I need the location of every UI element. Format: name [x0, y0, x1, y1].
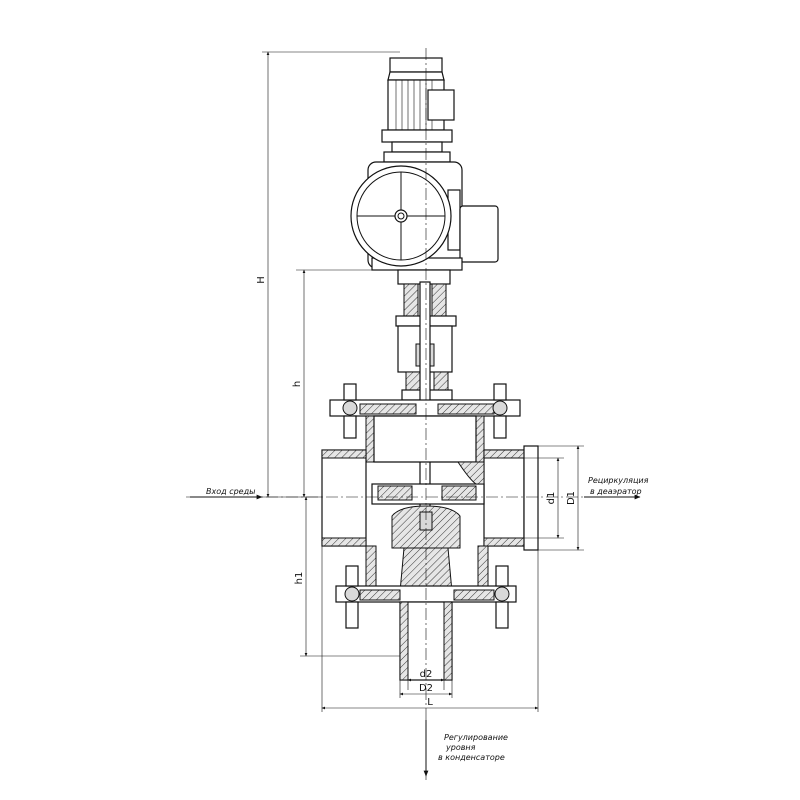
level-label-line3: в конденсаторе — [438, 753, 505, 762]
dim-D1-label: D1 — [566, 491, 577, 505]
inlet-label: Вход среды — [206, 487, 255, 496]
dim-d1-label: d1 — [546, 492, 557, 505]
level-label-line1: Регулирование — [444, 733, 508, 742]
dim-h-label: h — [292, 381, 303, 387]
recirculation-outlet — [483, 445, 539, 551]
dim-D2-label: D2 — [419, 683, 433, 694]
inlet-pipe — [321, 449, 367, 547]
dimension-lines — [262, 51, 584, 712]
dim-h1-label: h1 — [294, 572, 305, 585]
valve-stem — [419, 281, 431, 515]
electric-motor — [381, 57, 455, 163]
recirculation-label-line2: в деаэратор — [590, 487, 642, 496]
valve-body-upper — [365, 415, 485, 463]
top-flange — [329, 383, 521, 439]
valve-seat — [371, 461, 485, 505]
recirculation-label-line1: Рециркуляция — [588, 476, 649, 485]
dim-H-label: H — [256, 276, 267, 284]
level-label-line2: уровня — [445, 743, 476, 752]
dim-L-label: L — [427, 697, 433, 708]
handwheel — [350, 165, 452, 267]
dim-d2-label: d2 — [420, 669, 433, 680]
